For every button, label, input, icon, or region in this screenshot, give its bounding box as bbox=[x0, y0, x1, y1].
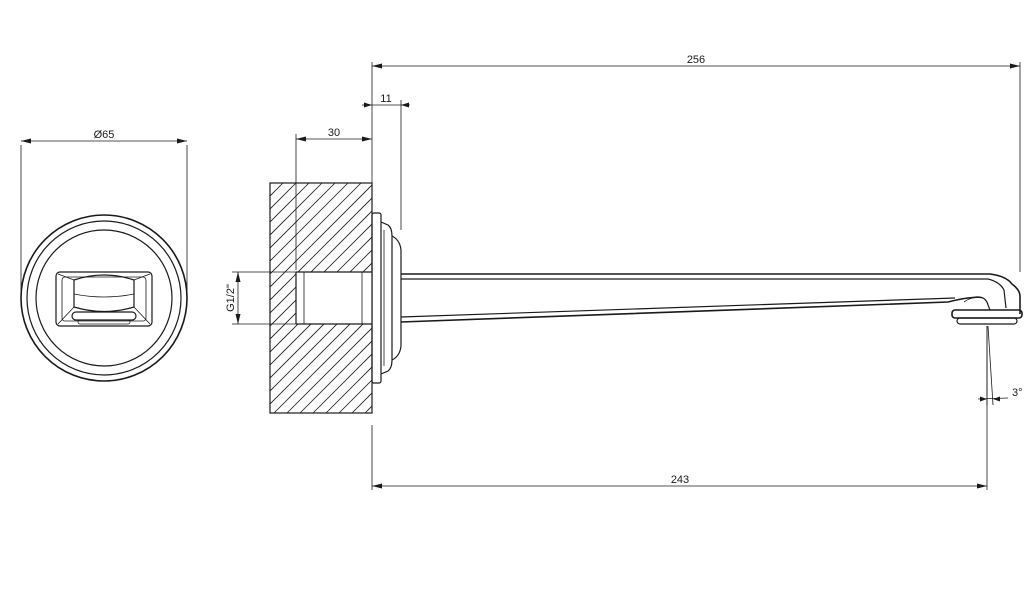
hatch-line bbox=[443, 183, 673, 413]
hatch-line bbox=[391, 183, 621, 413]
hatch-line bbox=[270, 197, 372, 301]
hatch-line bbox=[482, 183, 712, 413]
middle-rosette-circle bbox=[26, 220, 182, 376]
hatch-line bbox=[364, 405, 372, 413]
rosette-flange bbox=[371, 212, 402, 384]
hatch-line bbox=[456, 183, 686, 413]
hatch-line bbox=[560, 183, 790, 413]
hatch-line bbox=[338, 379, 372, 413]
hatch-line bbox=[534, 183, 764, 413]
projection-dimension: 243 bbox=[371, 326, 988, 490]
overall-length-label: 256 bbox=[687, 54, 705, 66]
flange-dimension: 11 bbox=[362, 93, 410, 230]
hatch-line bbox=[325, 366, 372, 413]
hatch-line bbox=[270, 301, 372, 405]
thread-label: G1/2" bbox=[225, 284, 237, 312]
flange-thickness-label: 11 bbox=[380, 93, 391, 105]
hatch-line bbox=[495, 183, 725, 413]
hatch-line bbox=[270, 183, 362, 275]
hatch-line bbox=[521, 183, 751, 413]
diameter-label: Ø65 bbox=[94, 129, 115, 141]
inner-rosette-circle bbox=[35, 229, 173, 367]
outer-rosette-circle bbox=[20, 214, 188, 382]
angle-label: 3° bbox=[1012, 387, 1023, 399]
wall-depth-dimension: 30 bbox=[295, 127, 372, 270]
diameter-dimension: Ø65 bbox=[20, 129, 188, 292]
side-view: 256 11 30 G1/2" bbox=[225, 54, 1023, 490]
spout-outlet-face bbox=[55, 271, 153, 327]
hatch-line bbox=[312, 353, 372, 413]
hatch-line bbox=[270, 183, 284, 197]
hatch-line bbox=[586, 183, 816, 413]
hatch-line bbox=[273, 314, 372, 413]
hatch-line bbox=[430, 183, 660, 413]
hatch-line bbox=[299, 340, 372, 413]
hatch-line bbox=[270, 183, 310, 223]
hatch-line bbox=[286, 327, 372, 413]
hatch-line bbox=[508, 183, 738, 413]
hatch-line bbox=[417, 183, 647, 413]
angle-dimension: 3° bbox=[977, 325, 1023, 406]
hatch-line bbox=[270, 210, 372, 314]
hatch-line bbox=[351, 392, 372, 413]
spout-body bbox=[400, 273, 1023, 325]
hatch-line bbox=[573, 183, 803, 413]
hatch-line bbox=[270, 183, 349, 262]
front-view: Ø65 bbox=[20, 129, 188, 382]
wall-section bbox=[269, 182, 829, 414]
hatch-line bbox=[270, 184, 372, 288]
overall-length-dimension: 256 bbox=[371, 54, 1021, 272]
wall-depth-label: 30 bbox=[328, 127, 340, 139]
hatch-line bbox=[378, 183, 608, 413]
projection-label: 243 bbox=[671, 474, 689, 486]
hatch-line bbox=[547, 183, 777, 413]
hatch-line bbox=[270, 183, 336, 249]
hatch-line bbox=[270, 183, 323, 236]
thread-dimension: G1/2" bbox=[225, 271, 296, 325]
hatch-line bbox=[469, 183, 699, 413]
hatch-line bbox=[404, 183, 634, 413]
hatch-line bbox=[599, 183, 829, 413]
